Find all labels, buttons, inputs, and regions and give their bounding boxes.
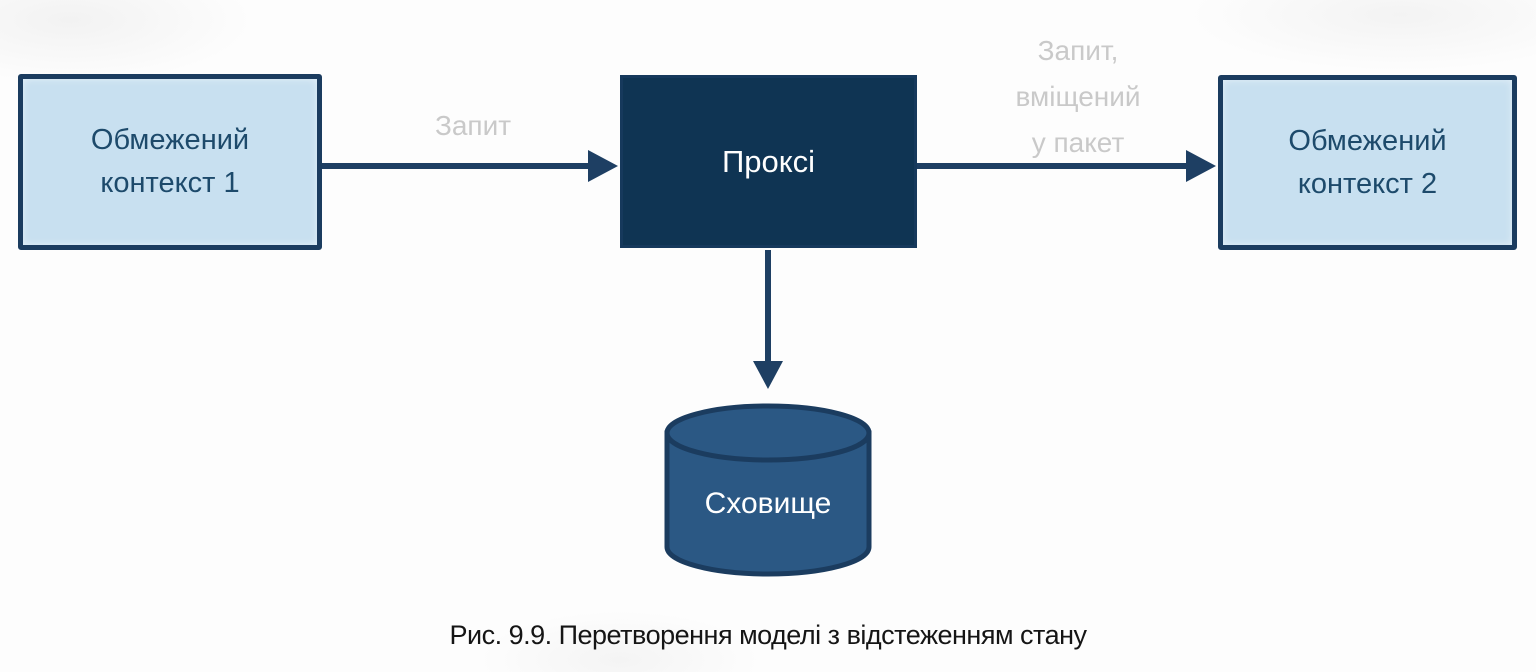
- node-bounded-context-1-label: Обмежений контекст 1: [90, 124, 250, 199]
- edge-label-wrapped-request: Запит, вміщений у пакет: [1015, 35, 1141, 158]
- node-storage-label: Сховище: [704, 487, 832, 520]
- node-proxy: Проксі: [620, 75, 917, 248]
- arrow-request: [322, 150, 618, 182]
- node-bounded-context-2-label: Обмежений контекст 2: [1288, 124, 1447, 200]
- node-bounded-context-2: Обмежений контекст 2: [1218, 75, 1517, 250]
- arrow-wrapped-request: [917, 150, 1216, 182]
- storage-cylinder: [664, 403, 872, 577]
- figure-caption: Рис. 9.9. Перетворення моделі з відстеже…: [449, 620, 1087, 650]
- node-proxy-label: Проксі: [721, 143, 816, 179]
- edge-label-request: Запит: [434, 110, 512, 141]
- node-bounded-context-1: Обмежений контекст 1: [18, 74, 322, 250]
- arrow-store: [753, 250, 783, 389]
